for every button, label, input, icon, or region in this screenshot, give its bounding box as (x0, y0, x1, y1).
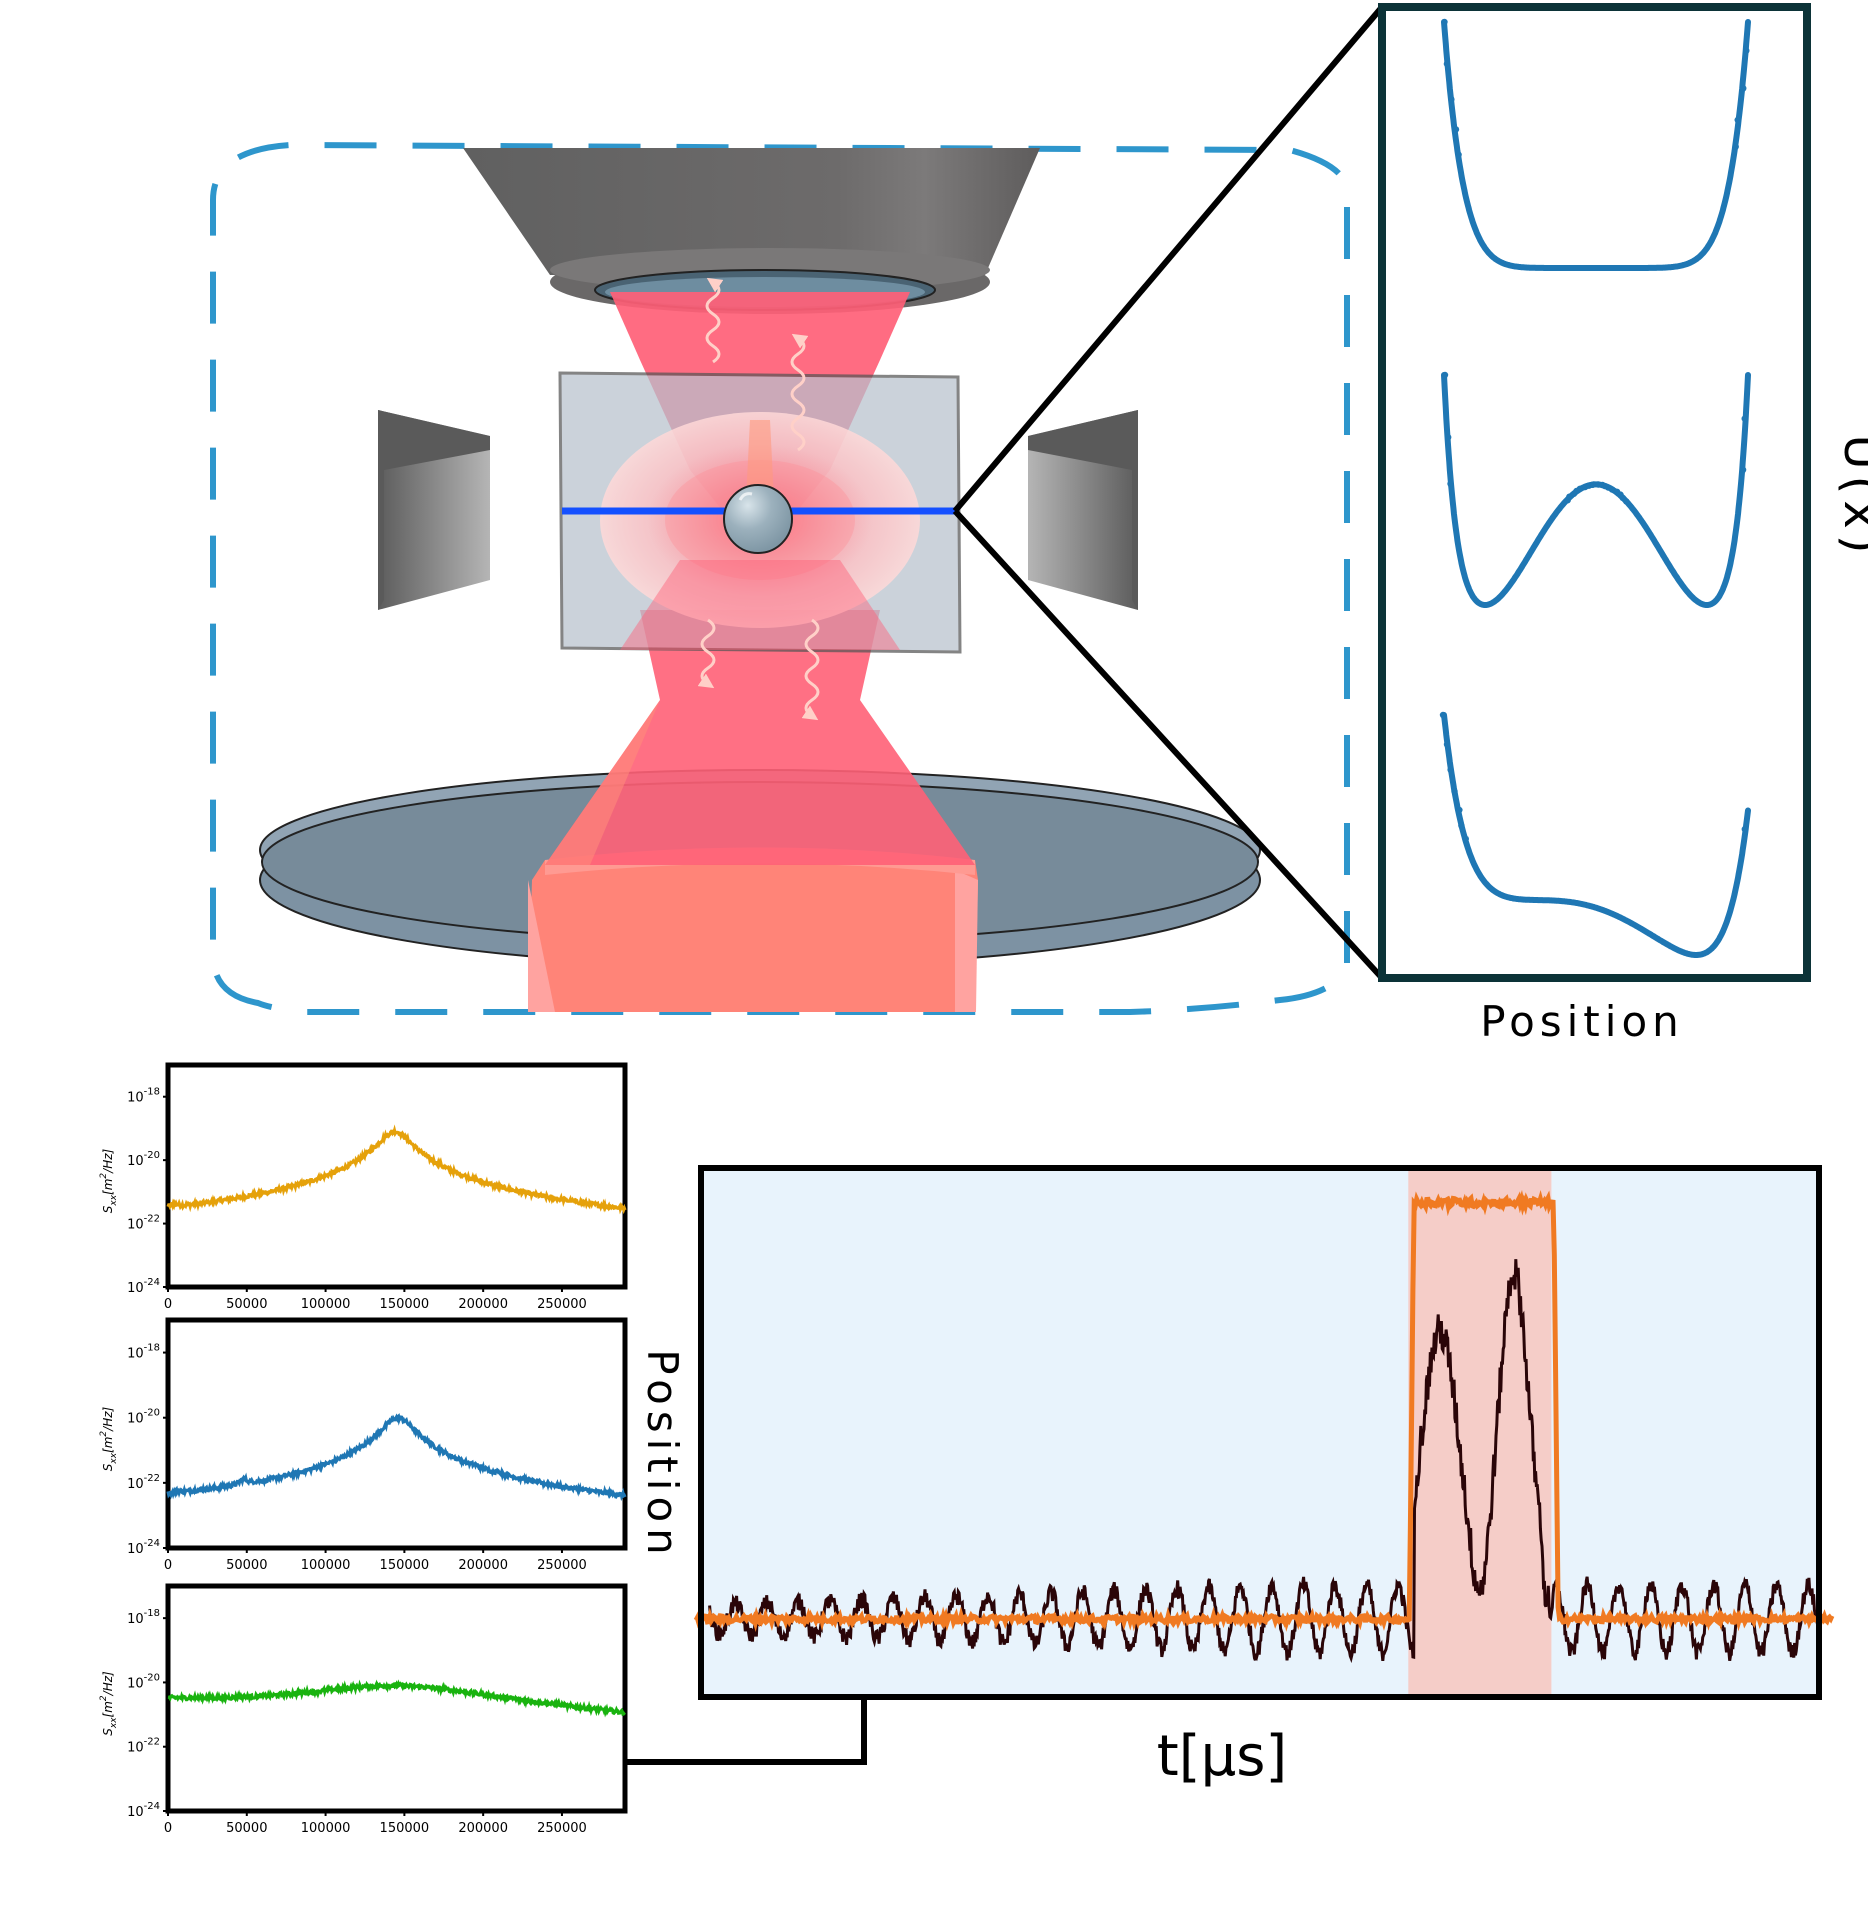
psd-x-tick-label: 0 (164, 1821, 172, 1836)
psd-y-tick-label: 10-20 (127, 1672, 160, 1691)
trace-frame (698, 1165, 1822, 1700)
position-trace (708, 1259, 1820, 1664)
scattered-photon-arrows (697, 277, 820, 721)
potential-point (1732, 143, 1739, 150)
psd-x-tick-label: 0 (164, 1558, 172, 1573)
potential-point (1739, 466, 1747, 473)
psd-x-tick-label: 250000 (537, 1297, 587, 1312)
left-electrode (378, 410, 490, 610)
psd-curve-green (167, 1679, 626, 1718)
psd-y-tick-label: 10-18 (127, 1087, 160, 1106)
psd-y-label: Sxx[m2/Hz] (99, 1148, 119, 1213)
psd-x-tick-label: 50000 (226, 1297, 267, 1312)
potential-point (1441, 371, 1449, 379)
psd-x-tick-label: 150000 (380, 1297, 430, 1312)
potential-y-label: U(x) (1833, 435, 1868, 560)
control-signal-trace (693, 1189, 1835, 1633)
psd-x-tick-label: 0 (164, 1297, 172, 1312)
levitation-setup-illustration (210, 5, 1385, 1015)
psd-panel-2: 0 50000 100000 150000 200000 250000 10-18 10-20… (99, 1317, 628, 1573)
potential-point (1447, 766, 1454, 773)
potential-point (1448, 96, 1455, 103)
potential-point (1458, 822, 1465, 829)
potential-point (1741, 415, 1748, 422)
psd-y-label: Sxx[m2/Hz] (99, 1671, 119, 1736)
potential-point (1443, 741, 1451, 748)
pulse-band (1408, 1171, 1552, 1694)
psd-frame (165, 1062, 628, 1290)
psd-curve-blue (166, 1413, 627, 1502)
potential-point (1456, 806, 1463, 814)
psd-y-tick-label: 10-24 (127, 1538, 160, 1557)
potential-point (1455, 151, 1462, 158)
psd-x-tick-label: 50000 (226, 1821, 267, 1836)
laser-beam-lower (545, 610, 975, 865)
psd-y-tick-label: 10-22 (127, 1737, 160, 1756)
levitated-particle (723, 484, 793, 554)
potential-point (1734, 116, 1741, 124)
psd-x-tick-label: 100000 (301, 1558, 351, 1573)
psd-y-tick-label: 10-18 (127, 1608, 160, 1627)
psd-x-tick-label: 50000 (226, 1558, 267, 1573)
psd-x-tick-label: 200000 (458, 1558, 508, 1573)
psd-y-tick-label: 10-22 (127, 1473, 160, 1492)
psd-x-tick-label: 100000 (301, 1297, 351, 1312)
trace-y-label: Position (638, 1349, 687, 1561)
potential-curve-1 (1441, 19, 1751, 271)
psd-x-tick-label: 150000 (380, 1558, 430, 1573)
zoom-lines (952, 5, 1385, 981)
psd-y-tick-label: 10-22 (127, 1214, 160, 1233)
potential-point (1740, 85, 1747, 92)
potential-point (1623, 498, 1630, 505)
time-trace-panel: t[μs] Position (638, 1165, 1835, 1789)
potential-point (1743, 47, 1750, 54)
psd-y-tick-label: 10-24 (127, 1801, 160, 1820)
psd-x-tick-label: 100000 (301, 1821, 351, 1836)
psd-y-tick-label: 10-24 (127, 1277, 160, 1296)
potential-point (1441, 18, 1448, 26)
trace-x-label: t[μs] (1157, 1724, 1287, 1789)
psd-frame (165, 1317, 628, 1551)
psd-x-tick-label: 250000 (537, 1821, 587, 1836)
psd-y-tick-label: 10-20 (127, 1150, 160, 1169)
potential-point (1451, 788, 1458, 795)
potential-point (1462, 835, 1470, 843)
psd-panel-3: 0 50000 100000 150000 200000 250000 10-18 10-20… (99, 1583, 628, 1836)
potential-curves (1439, 18, 1751, 958)
potential-point (1439, 711, 1447, 719)
psd-x-tick-label: 250000 (537, 1558, 587, 1573)
potential-point (1608, 486, 1616, 493)
potential-point (1447, 480, 1454, 487)
potential-panel: Position U(x) (1378, 3, 1868, 1046)
laser-column (528, 847, 978, 1012)
potential-point (1445, 434, 1452, 441)
potential-point (1741, 826, 1749, 833)
psd-x-tick-label: 200000 (458, 1297, 508, 1312)
psd-y-tick-label: 10-20 (127, 1408, 160, 1427)
potential-point (1452, 126, 1460, 133)
trace-lines (693, 1189, 1835, 1664)
objective-lens (463, 148, 1040, 314)
potential-x-label: Position (1480, 997, 1684, 1046)
psd-x-tick-label: 200000 (458, 1821, 508, 1836)
potential-point (1443, 60, 1451, 68)
psd-curve-orange (166, 1124, 627, 1215)
right-electrode (1028, 410, 1138, 610)
vacuum-chamber-dashed-outline (210, 141, 1350, 1015)
psd-x-tick-label: 150000 (380, 1821, 430, 1836)
potential-point (1576, 485, 1584, 492)
potential-point (1566, 493, 1573, 500)
potential-curve-3 (1441, 712, 1751, 958)
potential-point (1590, 481, 1597, 488)
psd-panels: 0 50000 100000 150000 200000 250000 10-18 10-20… (99, 1062, 628, 1836)
psd-panel-1: 0 50000 100000 150000 200000 250000 10-18 10-20… (99, 1062, 628, 1312)
psd-y-label: Sxx[m2/Hz] (99, 1406, 119, 1471)
psd-y-tick-label: 10-18 (127, 1343, 160, 1362)
